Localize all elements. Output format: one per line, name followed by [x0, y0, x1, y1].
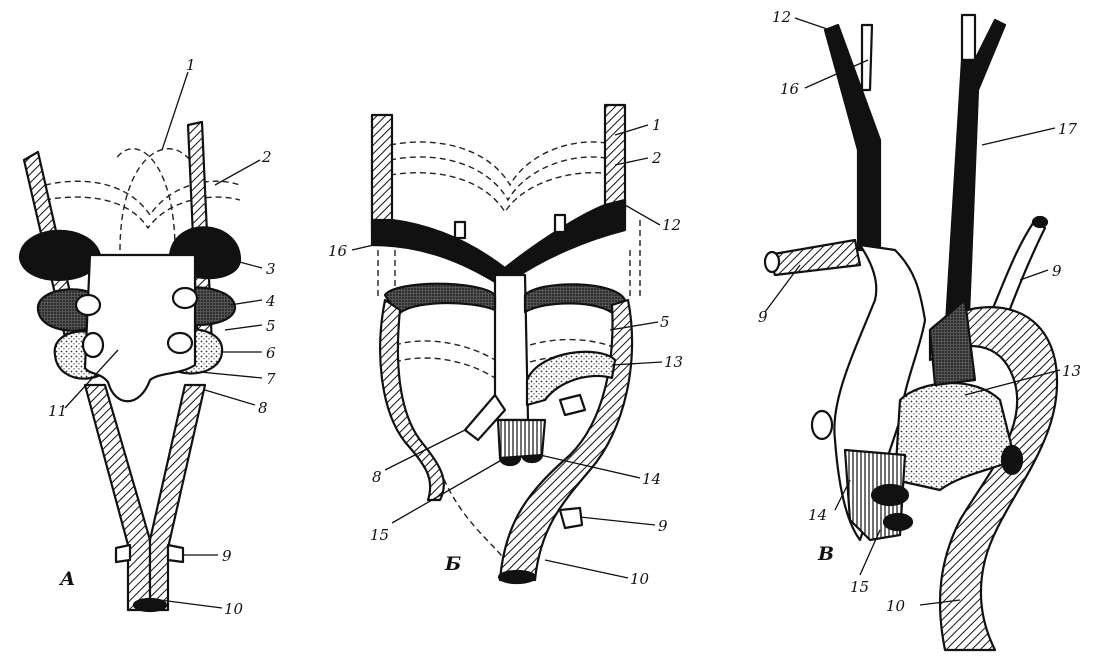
labels-panel-v: 12 16 17 9 9 13 14 15 10 В: [758, 8, 1081, 615]
label-v-14: 14: [808, 506, 827, 524]
label-v-16: 16: [780, 80, 800, 98]
leader-lines: [64, 17, 1061, 609]
label-b-9: 9: [658, 517, 668, 535]
label-a-7: 7: [266, 370, 276, 388]
label-a-2: 2: [261, 148, 272, 166]
label-a-6: 6: [266, 344, 276, 362]
labels-panel-b: 1 2 12 16 5 13 14 9 10 8 15 Б: [328, 116, 683, 588]
label-a-11: 11: [48, 402, 67, 420]
label-b-15: 15: [370, 526, 389, 544]
labels-panel-a: 1 2 3 4 5 6 7 8 9 10 11 А: [48, 56, 276, 618]
label-v-15: 15: [850, 578, 869, 596]
label-v-12: 12: [772, 8, 791, 26]
label-b-1: 1: [652, 116, 662, 134]
label-b-10: 10: [630, 570, 650, 588]
label-b-8: 8: [372, 468, 382, 486]
label-a-10: 10: [224, 600, 244, 618]
label-b-13: 13: [664, 353, 683, 371]
label-b-5: 5: [660, 313, 670, 331]
label-b-16: 16: [328, 242, 348, 260]
label-v-10: 10: [886, 597, 906, 615]
label-v-9-left: 9: [758, 308, 768, 326]
label-a-1: 1: [186, 56, 196, 74]
panel-b: [370, 103, 641, 585]
label-a-5: 5: [266, 317, 276, 335]
label-b-12: 12: [662, 216, 681, 234]
label-a-9: 9: [222, 547, 232, 565]
panel-letter-v: В: [817, 543, 834, 565]
label-a-4: 4: [265, 292, 276, 310]
label-b-14: 14: [642, 470, 661, 488]
label-v-13: 13: [1062, 362, 1081, 380]
label-v-9-right: 9: [1052, 262, 1062, 280]
panel-letter-a: А: [58, 568, 75, 590]
label-b-2: 2: [651, 149, 662, 167]
label-a-3: 3: [266, 260, 276, 278]
label-a-8: 8: [258, 399, 268, 417]
panel-a: [18, 120, 242, 613]
panel-v: [763, 13, 1059, 652]
label-v-17: 17: [1058, 120, 1078, 138]
panel-letter-b: Б: [444, 553, 461, 575]
